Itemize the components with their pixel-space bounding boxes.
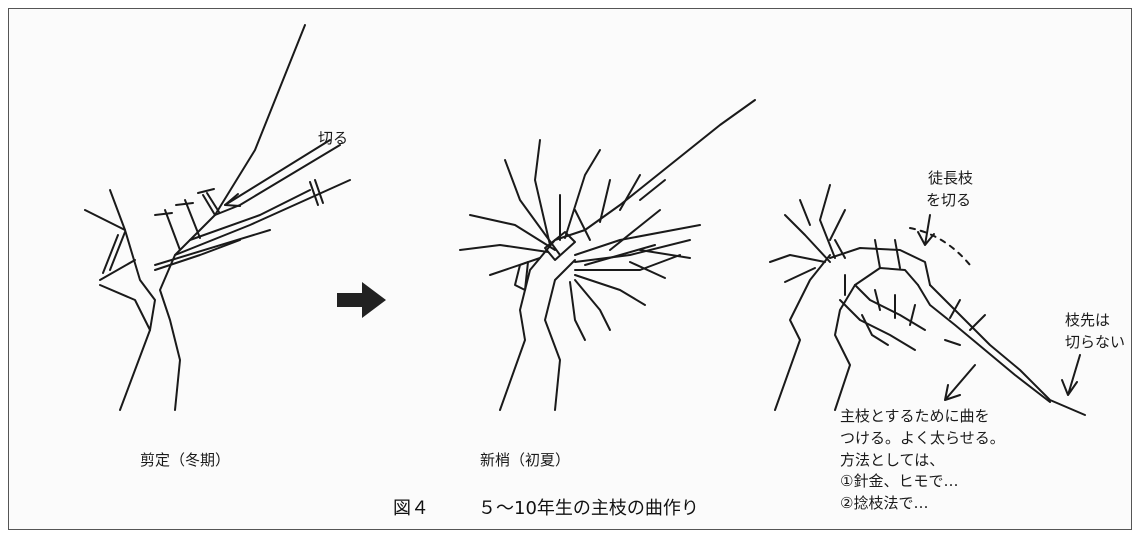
water-sprout-label-line1: 徒長枝 [928, 168, 973, 188]
tip-label-line2: 切らない [1065, 332, 1125, 352]
panel-label-early-summer: 新梢（初夏） [480, 450, 570, 470]
method-note-line: つける。よく太らせる。 [840, 428, 1005, 450]
next-stage-arrow [337, 282, 386, 318]
early-summer-tree-drawing [460, 100, 755, 410]
cut-label: 切る [318, 128, 348, 148]
method-note-line: 方法としては、 [840, 450, 1005, 472]
tip-label-line1: 枝先は [1065, 310, 1110, 330]
method-note-line: ①針金、ヒモで… [840, 471, 1005, 493]
method-note: 主枝とするために曲を つける。よく太らせる。 方法としては、 ①針金、ヒモで… … [840, 406, 1005, 515]
method-note-line: 主枝とするために曲を [840, 406, 1005, 428]
figure-caption: ５～10年生の主枝の曲作り [478, 494, 699, 520]
bending-tree-drawing [770, 185, 1085, 415]
figure-number: 図４ [393, 494, 429, 520]
winter-tree-drawing [85, 25, 350, 410]
panel-label-winter: 剪定（冬期） [140, 450, 230, 470]
water-sprout-label-line2: を切る [926, 190, 971, 210]
method-note-line: ②捻枝法で… [840, 493, 1005, 515]
